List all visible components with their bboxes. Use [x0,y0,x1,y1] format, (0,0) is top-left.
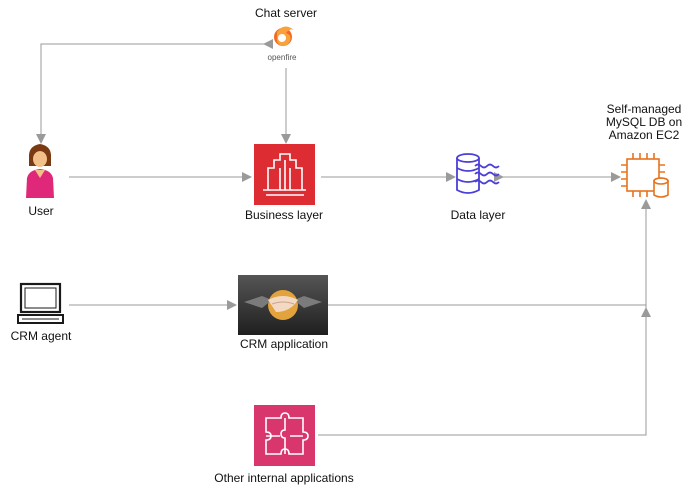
chat-server-label: Chat server [254,6,318,20]
openfire-logo-icon: openfire [268,26,297,62]
computer-terminal-icon [17,282,64,324]
puzzle-icon [254,405,315,466]
data-layer-label: Data layer [450,208,506,222]
aws-application-stack-icon [254,144,315,205]
crm-application-label: CRM application [239,337,329,351]
business-layer-label: Business layer [244,208,324,222]
edge-other-to-mysql [318,199,651,436]
openfire-logo-text: openfire [268,53,297,62]
user-label: User [28,204,54,218]
ec2-instance-icon [621,153,669,198]
handshake-image [238,275,328,335]
database-icon [456,153,500,194]
mysql-label: Self-managed MySQL DB on Amazon EC2 [605,102,683,142]
crm-agent-label: CRM agent [10,329,72,343]
other-apps-label: Other internal applications [214,471,354,485]
edge-chat-to-user [36,39,273,144]
connectors [36,39,651,436]
user-woman-icon [26,144,54,198]
